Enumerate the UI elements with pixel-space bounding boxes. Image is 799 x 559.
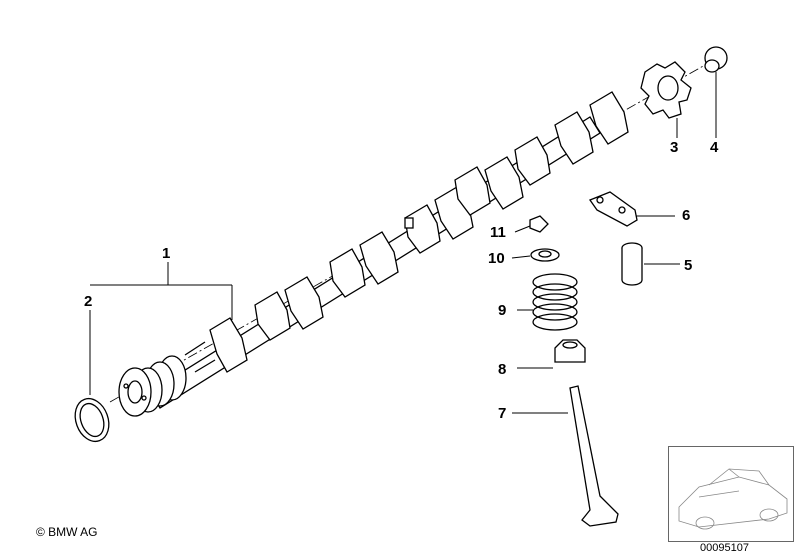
leader-lines	[89, 72, 717, 414]
callout-11: 11	[490, 224, 506, 241]
camshaft-gear	[640, 61, 692, 119]
callout-5: 5	[684, 257, 693, 274]
camshaft-axis-line	[109, 64, 706, 403]
callout-1: 1	[162, 245, 171, 262]
sealing-ring	[74, 397, 110, 443]
car-silhouette-icon	[678, 468, 788, 530]
valve-collets	[529, 215, 549, 233]
diagram-number: 00095107	[700, 542, 749, 554]
valve-spring	[532, 273, 578, 331]
plug	[704, 46, 728, 73]
valve-stem-seal	[554, 339, 586, 363]
callout-10: 10	[488, 250, 505, 267]
callout-6: 6	[682, 207, 691, 224]
valve	[569, 385, 619, 527]
callout-7: 7	[498, 405, 507, 422]
callout-9: 9	[498, 302, 507, 319]
spring-retainer	[530, 248, 560, 262]
camshaft	[118, 91, 629, 417]
callout-2: 2	[84, 293, 93, 310]
callout-8: 8	[498, 361, 507, 378]
rocker-arm	[588, 191, 638, 227]
vehicle-inset	[668, 446, 794, 542]
hydraulic-lifter	[621, 242, 643, 286]
callout-3: 3	[670, 139, 679, 156]
callout-4: 4	[710, 139, 719, 156]
copyright-label: © BMW AG	[36, 525, 98, 539]
